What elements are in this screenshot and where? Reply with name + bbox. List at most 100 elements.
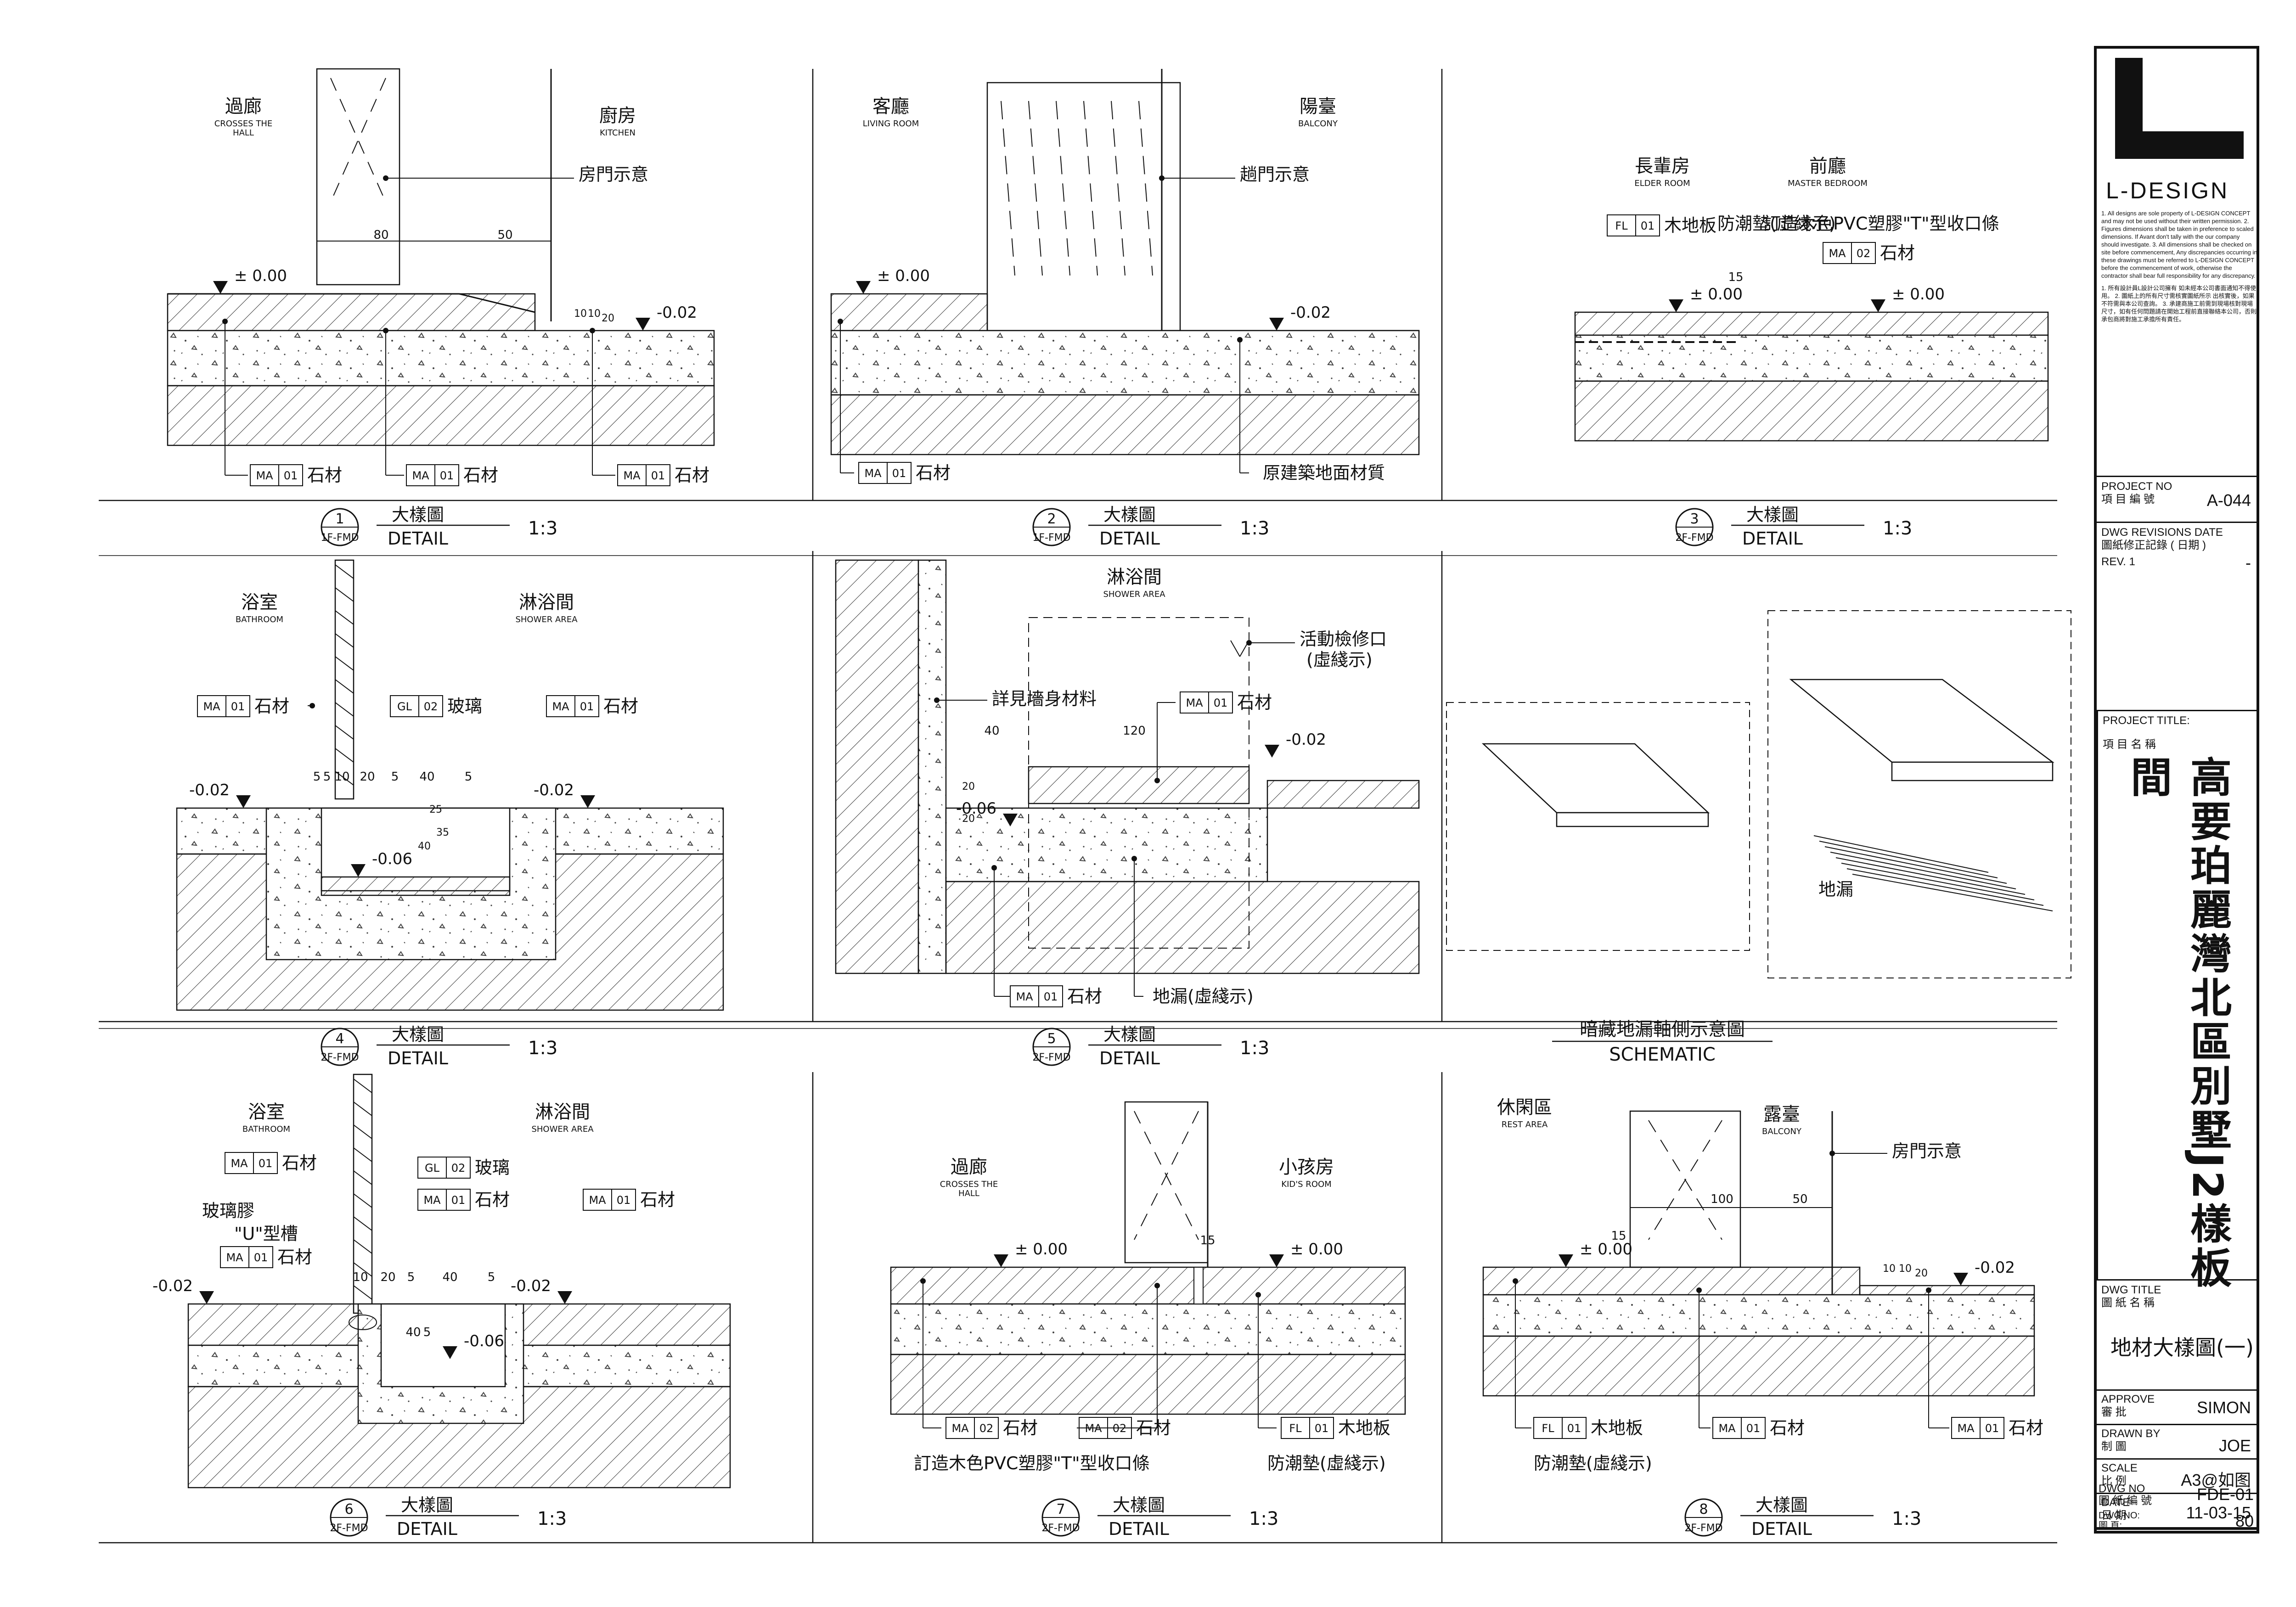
material-name: 石材: [1770, 1418, 1805, 1438]
floor-stone: [1266, 780, 1420, 809]
material-note: 地漏(虛綫示): [1153, 986, 1254, 1006]
detail-number: 5: [1047, 1031, 1056, 1047]
room-name: 長輩房: [1635, 156, 1690, 177]
material-note: 訂造木色PVC塑膠"T"型收口條: [914, 1453, 1150, 1473]
drawing-line: [1852, 874, 2053, 911]
level-marker-icon: [580, 795, 595, 808]
sliding-door: [986, 82, 1181, 341]
drawing-line: [335, 587, 354, 602]
material-num: 01: [1641, 219, 1655, 232]
material-num: 01: [617, 1194, 631, 1207]
schematic-title-en: SCHEMATIC: [1609, 1044, 1716, 1065]
material-name: 玻璃: [447, 696, 482, 716]
material-name: 石材: [916, 463, 951, 483]
dimension-text: 10: [1883, 1263, 1896, 1275]
dimension-text: 40: [442, 1270, 457, 1284]
detail-number: 2: [1047, 511, 1056, 527]
scale-row: SCALE 比 例 A3@如图: [2097, 1458, 2257, 1493]
level-marker-icon: [443, 1346, 457, 1359]
material-num: 02: [424, 700, 438, 713]
level-label: ± 0.00: [1290, 1240, 1343, 1259]
door-note: 房門示意: [579, 164, 648, 185]
detail-code: 2F-FMD: [1041, 1523, 1080, 1534]
detail-title-en: DETAIL: [388, 528, 448, 549]
drawing-line: [1001, 101, 1015, 276]
dimension-text: 5: [391, 770, 399, 784]
material-num: 01: [1985, 1422, 1999, 1435]
door-leaf: [1124, 1101, 1209, 1264]
dimension-text: 35: [436, 827, 449, 838]
material-name: 石材: [307, 465, 342, 485]
tray-stone: [321, 876, 511, 896]
project-title-row: PROJECT TITLE: 項 目 名 稱: [2097, 710, 2257, 1279]
material-name: 石材: [640, 1190, 675, 1210]
material-code: MA: [1829, 247, 1846, 260]
screed-layer: [945, 807, 1268, 882]
level-marker-icon: [1871, 299, 1885, 312]
detail-code: 1F-FMD: [1032, 532, 1070, 544]
material-num: 01: [651, 469, 665, 482]
structural-slab: [1574, 380, 2049, 442]
room-name-en: KID'S ROOM: [1281, 1180, 1331, 1189]
detail-title-cn: 大樣圖: [1103, 505, 1156, 525]
material-num-box: [225, 695, 250, 717]
level-label: -0.06: [372, 850, 412, 868]
drawing-line: [353, 1239, 372, 1254]
drawing-line: [1230, 640, 1240, 657]
detail-title-cn: 大樣圖: [392, 1024, 444, 1045]
structural-slab: [167, 385, 715, 446]
access-panel-stone: [1028, 766, 1250, 804]
detail-title-cn: 大樣圖: [392, 505, 444, 525]
material-code: GL: [425, 1162, 440, 1174]
drawing-line: [335, 725, 354, 740]
sealant-bead: [349, 1315, 377, 1330]
detail-title-en: DETAIL: [1742, 528, 1803, 549]
material-num-box: [1309, 1417, 1334, 1439]
material-code-box: [1712, 1417, 1742, 1439]
detail-title-en: DETAIL: [1099, 1048, 1160, 1068]
title-block: L-DESIGN 1. All designs are sole propert…: [2094, 46, 2259, 1534]
material-name: 石材: [1067, 986, 1102, 1006]
detail-title-cn: 大樣圖: [1113, 1495, 1165, 1515]
material-code: FL: [1542, 1422, 1554, 1435]
room-name: 淋浴間: [519, 592, 574, 613]
structural-slab: [890, 1354, 1406, 1415]
dimension-text: 20: [602, 313, 614, 324]
stone-slab-edge: [1556, 812, 1709, 827]
screed-layer: [890, 1303, 1406, 1355]
level-marker-icon: [636, 318, 650, 331]
material-num: 01: [440, 469, 454, 482]
drawing-line: [1134, 1111, 1199, 1240]
material-code-box: [225, 1152, 254, 1174]
material-name: 石材: [277, 1247, 312, 1267]
material-num: 01: [1214, 697, 1228, 709]
detail-scale: 1:3: [1240, 518, 1269, 539]
level-label: -0.02: [152, 1277, 193, 1295]
door-note: 趟門示意: [1240, 164, 1310, 185]
room-name-en: CROSSES THE: [940, 1180, 998, 1189]
stone-slab-iso: [1481, 743, 1710, 814]
t-trim: [1193, 1267, 1204, 1304]
drawing-line: [353, 1216, 372, 1231]
level-marker-icon: [856, 281, 871, 294]
material-num: 01: [254, 1251, 268, 1264]
access-panel-outline: [1028, 617, 1249, 949]
material-note: 活動檢修口: [1300, 629, 1387, 649]
dwg-title-row: DWG TITLE 圖 紙 名 稱 地材大樣圖(一): [2097, 1279, 2257, 1389]
room-name-en: HALL: [233, 128, 254, 138]
level-marker-icon: [1003, 814, 1018, 826]
material-note: 原建築地面材質: [1263, 463, 1385, 483]
material-code: FL: [1615, 219, 1628, 232]
level-label: -0.02: [189, 781, 230, 799]
